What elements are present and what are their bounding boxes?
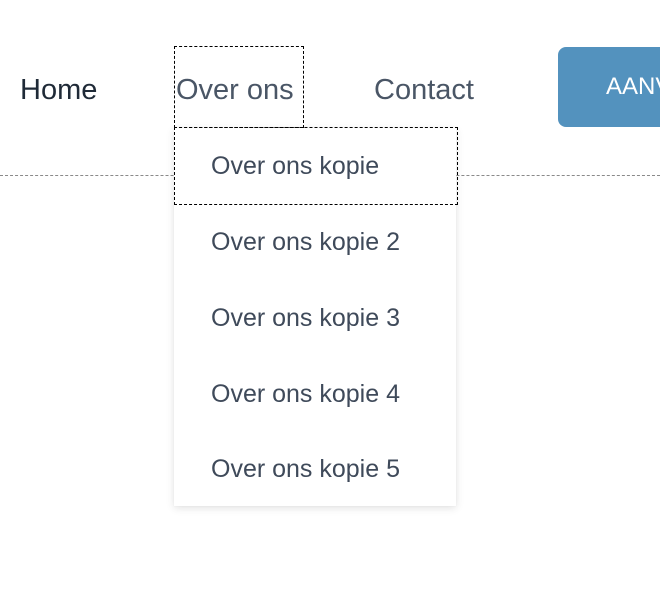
dropdown-item-over-ons-kopie-4[interactable]: Over ons kopie 4 xyxy=(211,380,400,408)
over-ons-dropdown-menu: Over ons kopie Over ons kopie 2 Over ons… xyxy=(174,128,456,506)
dropdown-item-over-ons-kopie[interactable]: Over ons kopie xyxy=(211,152,380,180)
nav-item-over-ons[interactable]: Over ons xyxy=(176,74,294,106)
nav-item-contact[interactable]: Contact xyxy=(374,74,474,106)
dropdown-item-over-ons-kopie-5[interactable]: Over ons kopie 5 xyxy=(211,455,400,483)
dropdown-item-over-ons-kopie-2[interactable]: Over ons kopie 2 xyxy=(211,228,400,256)
nav-item-home[interactable]: Home xyxy=(20,74,98,106)
cta-button[interactable]: AANVRAGEN xyxy=(558,47,660,127)
dropdown-item-over-ons-kopie-3[interactable]: Over ons kopie 3 xyxy=(211,304,400,332)
